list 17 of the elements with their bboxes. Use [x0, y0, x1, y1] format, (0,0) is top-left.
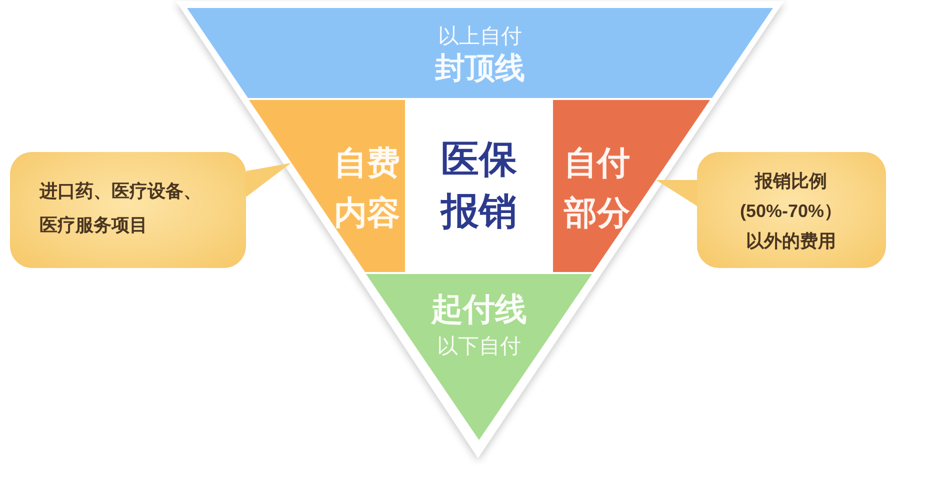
callout-tail	[656, 180, 697, 206]
callout-bubble	[10, 152, 246, 268]
caption-text: 以下自付	[437, 334, 521, 360]
heading-text: 起付线	[431, 290, 527, 328]
callout-bubble	[697, 152, 886, 268]
segment-label: 自费内容	[333, 143, 401, 233]
trapezoid-segment	[553, 100, 710, 272]
callout-text: 进口药、医疗设备、医疗服务项目	[40, 180, 203, 237]
triangle-segment	[366, 274, 592, 440]
caption-text: 以上自付	[438, 24, 522, 50]
trapezoid-band	[187, 8, 773, 98]
callout-tail	[246, 163, 291, 197]
center-label: 医保报销	[439, 138, 518, 235]
trapezoid-segment	[249, 100, 405, 272]
callout-text: 报销比例(50%-70%）以外的费用	[738, 170, 844, 253]
heading-text: 封顶线	[435, 51, 525, 87]
segment-label: 自付部分	[562, 143, 631, 233]
